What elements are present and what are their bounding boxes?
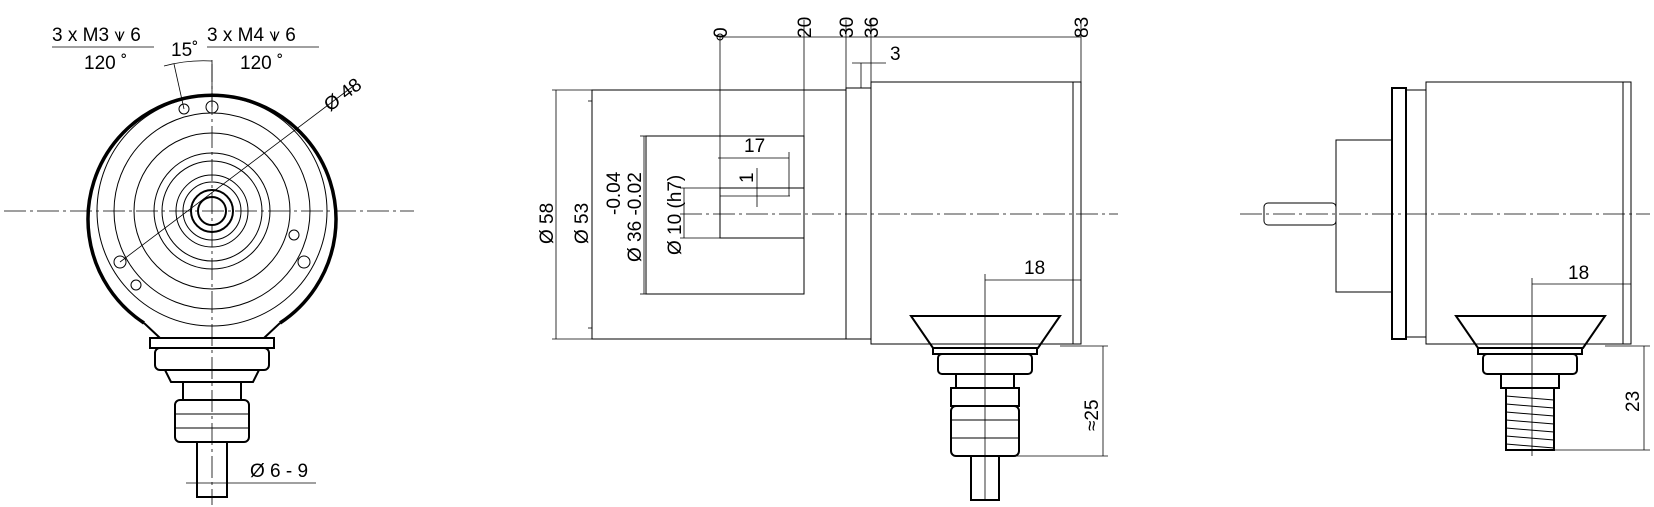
housing-body	[1425, 81, 1632, 345]
gland-collar	[163, 369, 261, 383]
cable	[970, 455, 1000, 501]
ruler-label-83: 83	[1072, 17, 1093, 38]
dia-58-label: Ø 58	[537, 203, 558, 244]
front-bearing-ring	[153, 152, 271, 270]
front-inner-ring	[133, 132, 291, 290]
dim-18-label: 18	[1024, 258, 1045, 279]
dim-25-label: ≈25	[1082, 399, 1103, 431]
flange-ring	[845, 87, 872, 340]
ruler-label-30: 30	[837, 17, 858, 38]
hole-m4-angle: 120 ˚	[240, 53, 283, 74]
dim-17-label: 17	[744, 136, 765, 157]
side-view: 0 20 30 36 83 3 Ø 58 Ø 53 -0.04 Ø 36 -0.…	[537, 17, 1118, 501]
mounting-hole-m3	[178, 103, 190, 115]
leader-line-m3	[173, 63, 185, 110]
m12-thread	[1505, 387, 1555, 451]
hole-m3-spec: 3 x M3 ⩛ 6	[52, 25, 141, 46]
mounting-hole-m4	[113, 255, 127, 269]
front-shaft-outer	[190, 189, 234, 233]
mounting-hole-m3	[288, 229, 300, 241]
diameter-48-leader	[119, 83, 357, 263]
connector-hood	[1454, 315, 1607, 349]
dim-18-label: 18	[1568, 263, 1589, 284]
dim-23-label: 23	[1623, 391, 1644, 412]
ruler-label-20: 20	[795, 17, 816, 38]
front-view: 3 x M3 ⩛ 6 120 ˚ 3 x M4 ⩛ 6 120 ˚ 15˚ Ø …	[4, 25, 414, 505]
connector-neck	[1500, 373, 1560, 389]
dia-53-label: Ø 53	[572, 203, 593, 244]
housing-body	[870, 81, 1082, 345]
thread-lines	[1505, 395, 1555, 449]
connector-nut	[1482, 353, 1578, 375]
flange	[1391, 87, 1407, 340]
front-hub-ring	[175, 174, 249, 248]
flange-ring	[1405, 89, 1427, 338]
connector-hood	[909, 315, 1062, 349]
cable	[196, 441, 228, 498]
dia-36-tolerance: -0.04	[604, 171, 625, 215]
dim-3-label: 3	[890, 44, 901, 65]
front-hub-ring-inner	[182, 181, 242, 241]
shaft	[719, 187, 805, 239]
dia-36-label: Ø 36 -0.02	[625, 172, 646, 262]
dia-10-label: Ø 10 (h7)	[665, 175, 686, 255]
diameter-48-label: Ø 48	[320, 74, 366, 116]
hole-m4-spec: 3 x M4 ⩛ 6	[207, 25, 296, 46]
front-bearing-ring-inner	[161, 160, 263, 262]
ruler-label-36: 36	[862, 17, 883, 38]
mounting-hole-m4	[297, 255, 311, 269]
cable-diameter-label: Ø 6 - 9	[250, 461, 308, 482]
connector-view: 18 23	[1240, 81, 1650, 456]
angle-arc	[163, 60, 213, 67]
dim-1-label: 1	[737, 172, 758, 183]
angle-label: 15˚	[171, 40, 198, 61]
hole-m3-angle: 120 ˚	[84, 53, 127, 74]
hub	[1335, 139, 1393, 293]
front-shaft	[197, 196, 227, 226]
mounting-hole-m3	[130, 279, 142, 291]
ruler-label-0: 0	[711, 27, 732, 38]
